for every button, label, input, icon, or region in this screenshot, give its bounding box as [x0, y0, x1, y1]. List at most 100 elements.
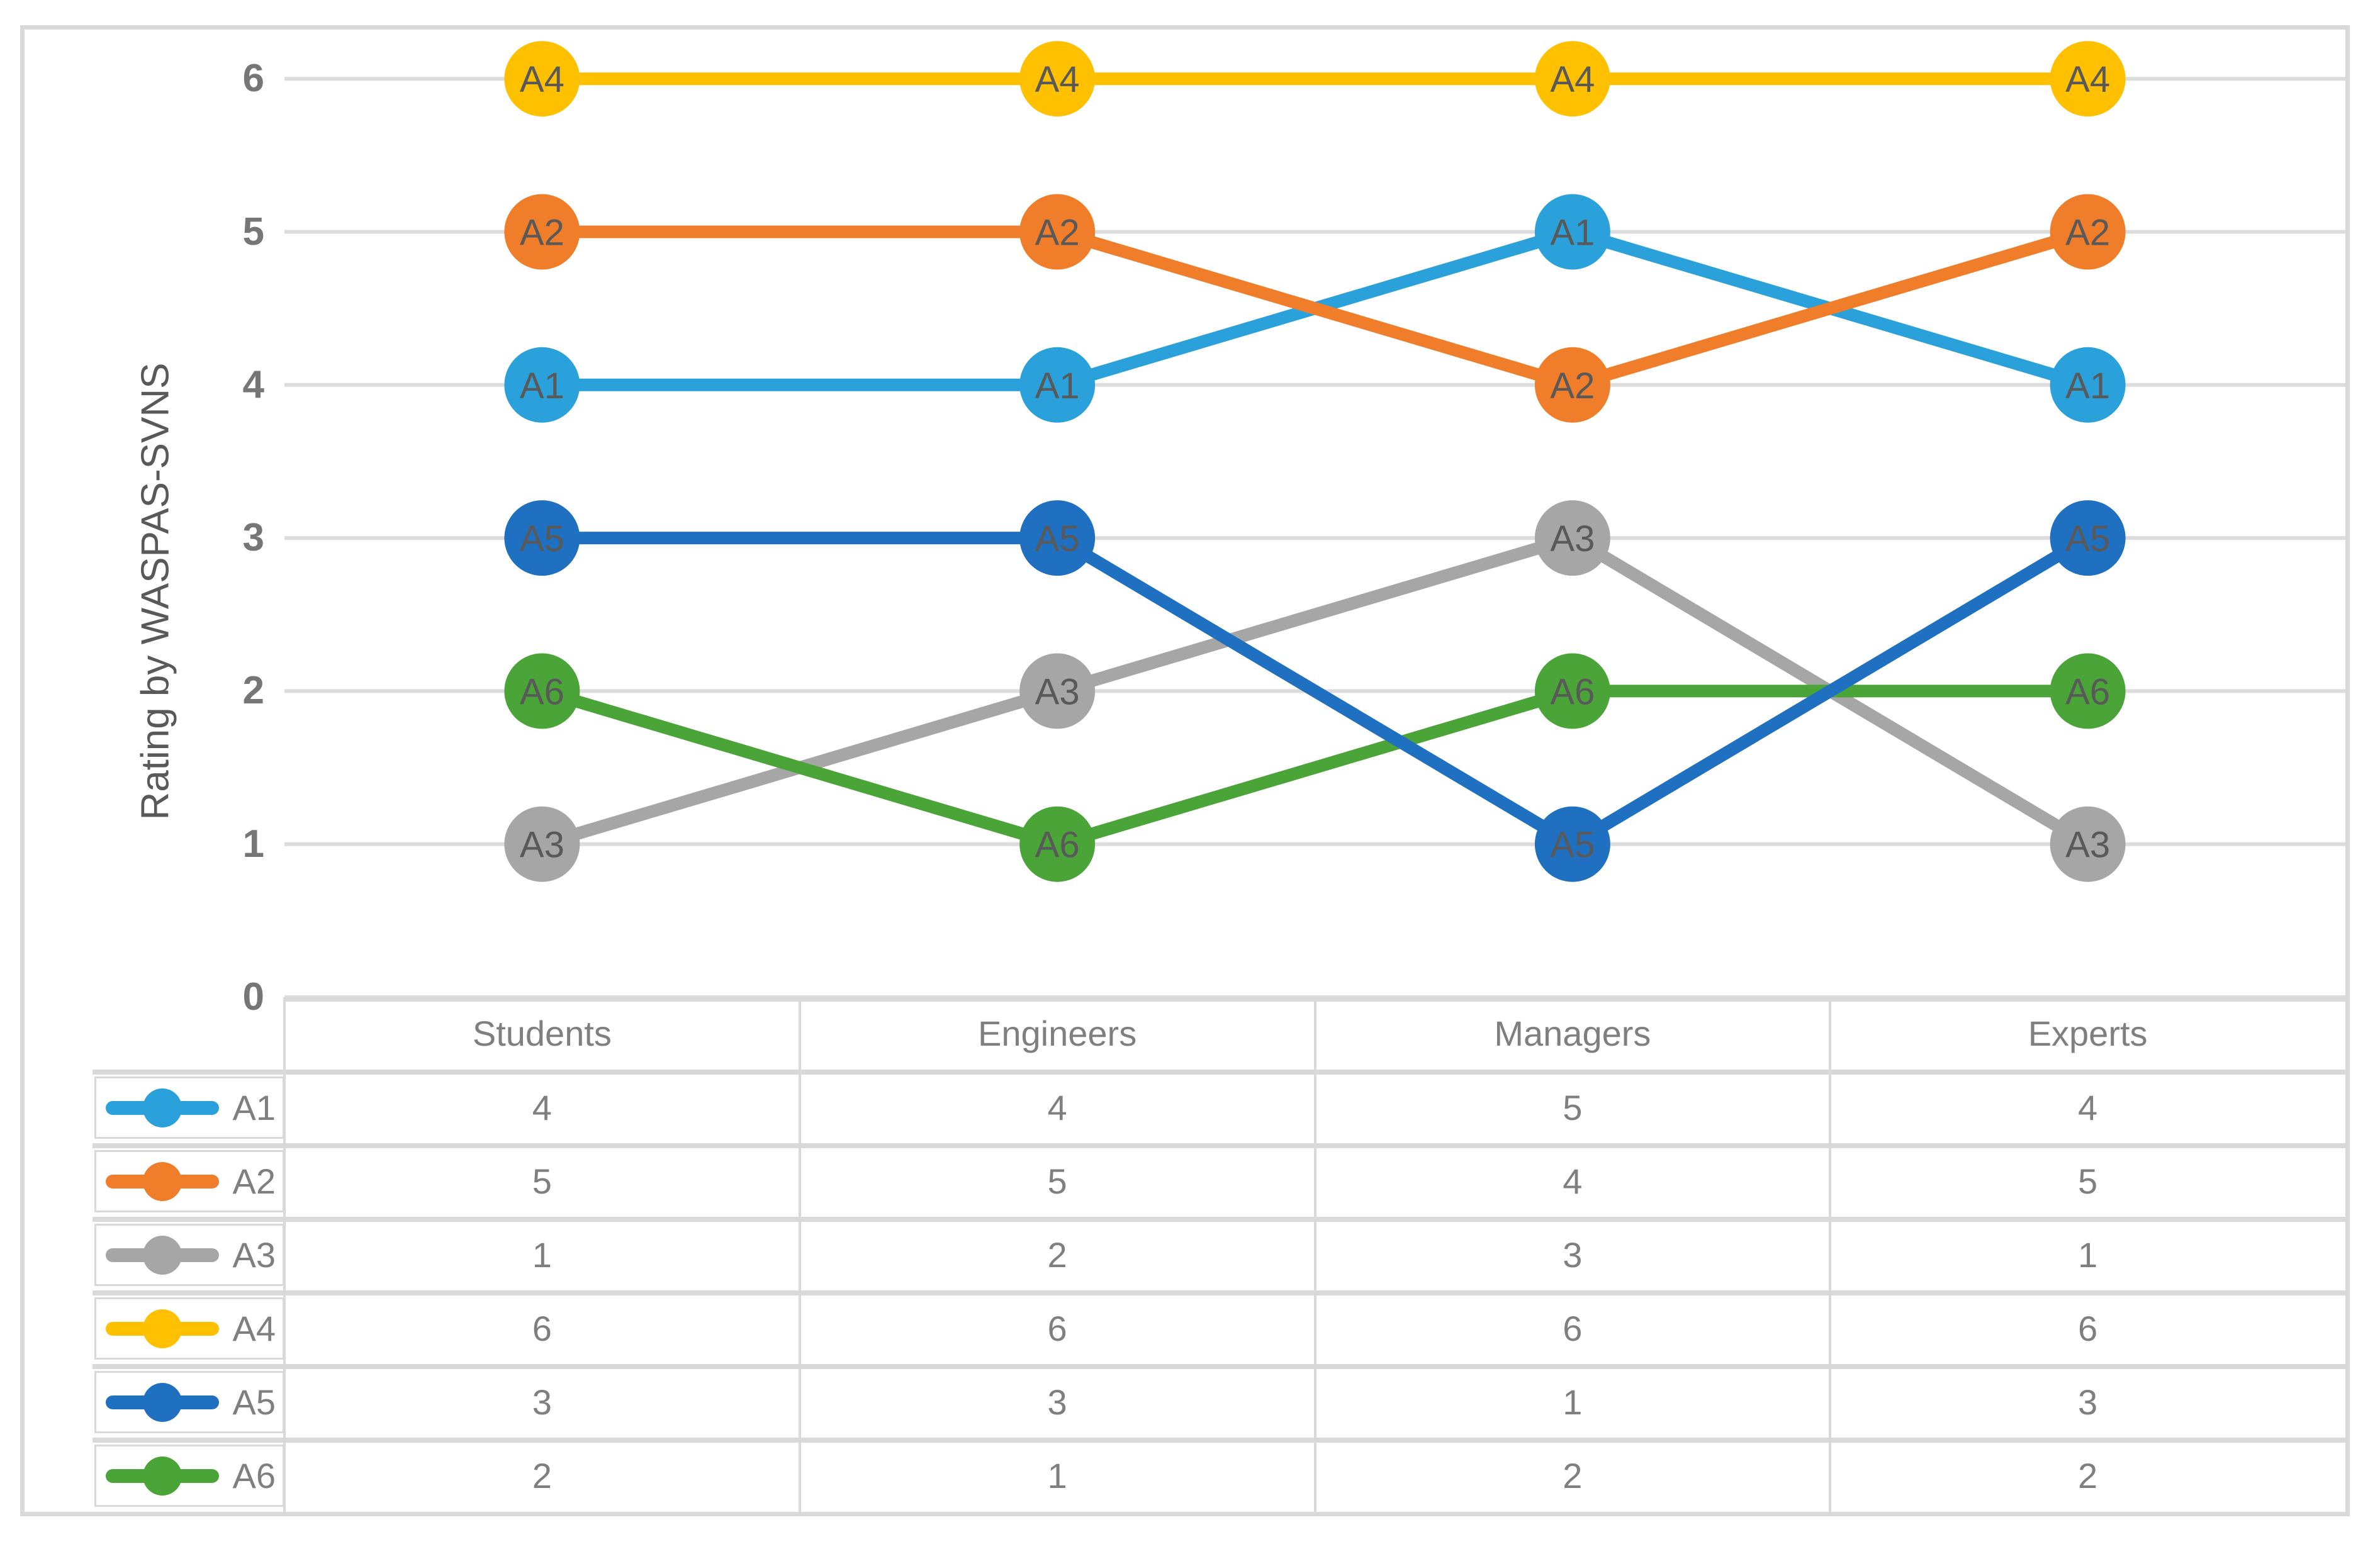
- marker-label-A6-Experts: A6: [2065, 671, 2110, 712]
- legend-marker-icon-A3: [143, 1235, 182, 1275]
- table-header-Students: Students: [472, 1014, 612, 1053]
- marker-A6-Managers: [1534, 653, 1610, 729]
- marker-label-A1-Students: A1: [520, 366, 564, 406]
- marker-label-A5-Managers: A5: [1550, 825, 1595, 866]
- legend-label-A6: A6: [232, 1455, 276, 1496]
- table-column-line-2: [1313, 997, 1316, 1516]
- table-row-separator-2: [93, 1217, 2345, 1222]
- table-cell-A1-Managers: 5: [1563, 1087, 1583, 1127]
- marker-label-A1-Engineers: A1: [1035, 366, 1080, 406]
- marker-label-A4-Managers: A4: [1550, 59, 1595, 100]
- table-cell-A1-Students: 4: [532, 1087, 552, 1127]
- marker-A3-Engineers: [1019, 653, 1096, 729]
- table-cell-A4-Experts: 6: [2078, 1308, 2098, 1348]
- marker-label-A6-Engineers: A6: [1035, 825, 1080, 866]
- marker-A2-Engineers: [1019, 194, 1096, 270]
- marker-label-A6-Students: A6: [520, 671, 564, 712]
- table-cell-A3-Engineers: 2: [1047, 1234, 1067, 1275]
- marker-label-A6-Managers: A6: [1550, 671, 1595, 712]
- table-cell-A4-Engineers: 6: [1047, 1308, 1067, 1348]
- marker-A3-Managers: [1534, 500, 1610, 576]
- table-cell-A2-Engineers: 5: [1047, 1161, 1067, 1201]
- legend-label-A4: A4: [232, 1308, 276, 1348]
- table-cell-A6-Engineers: 1: [1047, 1455, 1067, 1496]
- marker-A1-Students: [504, 347, 580, 423]
- legend-label-A2: A2: [232, 1161, 276, 1201]
- marker-label-A4-Students: A4: [520, 59, 564, 100]
- table-row-separator-5: [93, 1438, 2345, 1443]
- marker-label-A3-Experts: A3: [2065, 825, 2110, 866]
- marker-A6-Students: [504, 653, 580, 729]
- table-cell-A5-Students: 3: [532, 1382, 552, 1422]
- marker-A6-Engineers: [1019, 806, 1096, 882]
- table-cell-A5-Managers: 1: [1563, 1382, 1583, 1422]
- legend-marker-icon-A4: [143, 1309, 182, 1348]
- legend-label-A3: A3: [232, 1234, 276, 1275]
- table-header-Managers: Managers: [1494, 1014, 1651, 1053]
- marker-A5-Students: [504, 500, 580, 576]
- marker-A2-Managers: [1534, 347, 1610, 423]
- table-cell-A5-Experts: 3: [2078, 1382, 2098, 1422]
- marker-A5-Engineers: [1019, 500, 1096, 576]
- marker-A2-Students: [504, 194, 580, 270]
- marker-label-A5-Students: A5: [520, 518, 564, 559]
- y-tick-label-5: 5: [242, 210, 264, 254]
- table-cell-A5-Engineers: 3: [1047, 1382, 1067, 1422]
- table-row-separator-3: [93, 1290, 2345, 1295]
- table-cell-A2-Experts: 5: [2078, 1161, 2098, 1201]
- y-tick-label-2: 2: [242, 669, 264, 713]
- table-column-line-1: [798, 997, 801, 1516]
- marker-label-A2-Students: A2: [520, 213, 564, 254]
- marker-label-A4-Engineers: A4: [1035, 59, 1080, 100]
- table-cell-A3-Experts: 1: [2078, 1234, 2098, 1275]
- legend-label-A5: A5: [232, 1382, 276, 1422]
- table-row-separator-1: [93, 1143, 2345, 1148]
- table-header-Engineers: Engineers: [978, 1014, 1137, 1053]
- table-header-Experts: Experts: [2028, 1014, 2148, 1053]
- marker-label-A3-Students: A3: [520, 825, 564, 866]
- series-line-A5: [536, 532, 2094, 851]
- marker-A2-Experts: [2050, 194, 2126, 270]
- marker-A4-Experts: [2050, 41, 2126, 117]
- marker-label-A2-Engineers: A2: [1035, 213, 1080, 254]
- table-cell-A6-Students: 2: [532, 1455, 552, 1496]
- table-cell-A3-Students: 1: [532, 1234, 552, 1275]
- marker-A1-Managers: [1534, 194, 1610, 270]
- y-tick-label-4: 4: [242, 362, 264, 406]
- marker-label-A1-Experts: A1: [2065, 366, 2110, 406]
- marker-A4-Managers: [1534, 41, 1610, 117]
- legend-marker-icon-A1: [143, 1088, 182, 1127]
- table-cell-A3-Managers: 3: [1563, 1234, 1583, 1275]
- y-tick-label-6: 6: [242, 57, 264, 101]
- table-row-separator-4: [93, 1364, 2345, 1369]
- y-tick-label-1: 1: [242, 822, 264, 866]
- marker-A3-Students: [504, 806, 580, 882]
- marker-label-A2-Experts: A2: [2065, 213, 2110, 254]
- table-cell-A4-Students: 6: [532, 1308, 552, 1348]
- legend-marker-icon-A6: [143, 1456, 182, 1496]
- marker-A5-Managers: [1534, 806, 1610, 882]
- table-cell-A1-Experts: 4: [2078, 1087, 2098, 1127]
- marker-label-A1-Managers: A1: [1550, 213, 1595, 254]
- marker-label-A3-Managers: A3: [1550, 518, 1595, 559]
- marker-A6-Experts: [2050, 653, 2126, 729]
- marker-A4-Engineers: [1019, 41, 1096, 117]
- table-column-line-3: [1829, 997, 1832, 1516]
- y-axis-title: Rating by WASPAS-SVNS: [133, 362, 177, 820]
- marker-label-A3-Engineers: A3: [1035, 671, 1080, 712]
- marker-A1-Experts: [2050, 347, 2126, 423]
- marker-label-A5-Engineers: A5: [1035, 518, 1080, 559]
- y-tick-label-3: 3: [242, 516, 264, 560]
- marker-A4-Students: [504, 41, 580, 117]
- table-column-line-0: [283, 997, 286, 1516]
- table-cell-A4-Managers: 6: [1563, 1308, 1583, 1348]
- table-row-separator-0: [93, 1070, 2345, 1075]
- marker-label-A5-Experts: A5: [2065, 518, 2110, 559]
- y-tick-label-0: 0: [242, 975, 264, 1019]
- table-cell-A2-Students: 5: [532, 1161, 552, 1201]
- table-cell-A2-Managers: 4: [1563, 1161, 1583, 1201]
- marker-A5-Experts: [2050, 500, 2126, 576]
- legend-marker-icon-A2: [143, 1161, 182, 1201]
- marker-A1-Engineers: [1019, 347, 1096, 423]
- series-line-A6: [536, 685, 2094, 851]
